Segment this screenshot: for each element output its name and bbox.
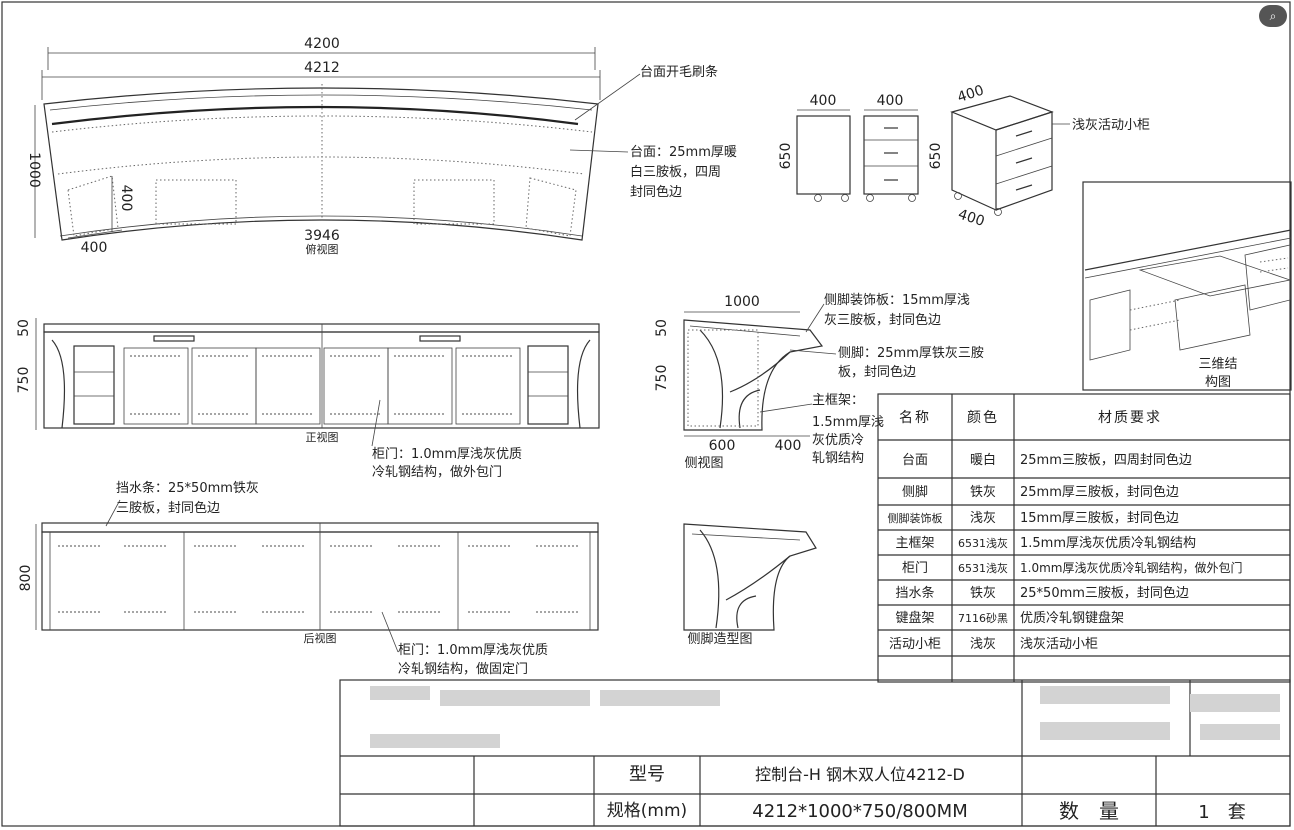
dim-4212: 4212 [304,60,340,76]
top-view: 4200 4212 1000 400 400 3946 俯视图 台面开毛刷条 台… [26,36,737,256]
side-view-caption: 侧视图 [684,456,723,471]
blurred-text [1200,724,1280,740]
table-header-name: 名称 [899,410,931,426]
note-leg-line1: 侧脚：25mm厚铁灰三胺 [838,345,984,361]
top-view-caption: 俯视图 [306,242,339,256]
structure-3d-view: 三维结 构图 [1082,181,1292,391]
table-cell: 25mm三胺板，四周封同色边 [1020,452,1192,468]
front-dim-750: 750 [16,367,32,394]
spec-value: 4212*1000*750/800MM [752,801,967,822]
table-cell: 1.0mm厚浅灰优质冷轧钢结构，做外包门 [1020,560,1242,575]
table-header-color: 颜色 [967,409,999,426]
leg-shape-caption: 侧脚造型图 [687,631,752,647]
table-cell: 键盘架 [895,610,934,626]
material-table: 名称 颜色 材质要求 台面 暖白 25mm三胺板，四周封同色边 侧脚 铁灰 25… [877,393,1291,683]
front-view-caption: 正视图 [306,430,339,444]
note-back-door-line2: 冷轧钢结构，做固定门 [398,662,528,677]
note-front-door-line1: 柜门：1.0mm厚浅灰优质 [372,447,522,462]
table-cell: 优质冷轧钢键盘架 [1020,610,1124,626]
table-cell: 浅灰 [970,637,996,652]
cab-dim-400-a: 400 [810,93,837,109]
side-dim-50: 50 [654,319,670,337]
cab-dim-650-a: 650 [778,143,794,170]
table-header-spec: 材质要求 [1098,410,1162,426]
table-cell: 浅灰 [970,511,996,526]
dim-400-return: 400 [81,240,108,256]
note-frame-line3: 灰优质冷 [812,433,864,448]
side-dim-400: 400 [775,438,802,454]
blurred-logo [370,686,430,700]
note-mobile-cabinet: 浅灰活动小柜 [1072,118,1150,133]
note-leg-line2: 板，封同色边 [838,364,916,380]
back-dim-800: 800 [18,565,34,592]
note-top-line1: 台面：25mm厚暖 [630,145,737,160]
title-block: 型号 控制台-H 钢木双人位4212-D 规格(mm) 4212*1000*75… [339,679,1291,827]
note-front-door-line2: 冷轧钢结构，做外包门 [372,465,502,480]
table-cell: 柜门 [902,561,928,576]
note-frame-line1: 主框架： [812,393,864,408]
blurred-text [370,734,500,748]
dim-400-depth: 400 [118,185,134,212]
side-view: 1000 50 750 600 400 侧视图 侧脚装饰板：15mm厚浅 灰三胺… [654,292,984,471]
table-cell: 主框架 [895,536,934,551]
note-splash-line1: 挡水条：25*50mm铁灰 [116,480,259,496]
dim-1000: 1000 [26,152,42,188]
front-dim-50: 50 [16,319,32,337]
model-label: 型号 [629,764,665,785]
table-cell: 1.5mm厚浅灰优质冷轧钢结构 [1020,536,1196,551]
table-cell: 6531浅灰 [958,561,1008,575]
front-view: 50 750 正视图 柜门：1.0mm厚浅灰优质 冷轧钢结构，做外包门 [16,318,600,480]
table-cell: 浅灰活动小柜 [1020,637,1098,652]
side-dim-750: 750 [654,365,670,392]
blurred-text [1040,686,1170,704]
model-value: 控制台-H 钢木双人位4212-D [755,765,965,784]
note-splash-line2: 三胺板，封同色边 [116,500,220,516]
table-cell: 侧脚 [902,484,928,500]
note-brush-strip: 台面开毛刷条 [640,64,718,80]
cab-dim-400-b: 400 [877,93,904,109]
table-cell: 台面 [902,453,928,468]
table-cell: 25mm厚三胺板，封同色边 [1020,484,1179,500]
blurred-text [1040,722,1170,740]
note-frame-line2: 1.5mm厚浅 [812,415,884,430]
table-cell: 暖白 [970,452,996,468]
table-cell: 铁灰 [970,485,996,500]
zoom-button[interactable]: ⌕ [1259,5,1287,27]
blurred-text [1190,694,1280,712]
side-dim-600: 600 [709,438,736,454]
table-cell: 25*50mm三胺板，封同色边 [1020,585,1189,601]
table-cell: 侧脚装饰板 [888,511,943,525]
spec-label: 规格(mm) [607,801,687,821]
note-leg-trim-line2: 灰三胺板，封同色边 [824,312,941,328]
blurred-text [600,690,720,706]
cab-dim-400-c: 400 [956,82,986,105]
blurred-text [440,690,590,706]
iso-caption-line2: 构图 [1205,375,1231,390]
cabinet-views: 400 650 400 400 650 400 浅灰活动小柜 [778,82,1150,229]
back-view-caption: 后视图 [304,631,337,645]
table-cell: 铁灰 [970,586,996,601]
table-cell: 活动小柜 [889,637,941,652]
iso-caption-line1: 三维结 [1198,357,1237,372]
note-top-line2: 白三胺板，四周 [630,164,721,180]
qty-label: 数 量 [1059,799,1119,823]
table-cell: 挡水条 [895,585,934,601]
side-dim-1000: 1000 [724,294,760,310]
leg-shape-view: 侧脚造型图 [683,523,817,647]
dim-4200: 4200 [304,36,340,52]
table-cell: 6531浅灰 [958,536,1008,550]
cab-dim-400-d: 400 [956,206,986,229]
magnifier-icon: ⌕ [1269,9,1277,23]
cab-dim-650-b: 650 [928,143,944,170]
note-back-door-line1: 柜门：1.0mm厚浅灰优质 [398,643,548,658]
note-leg-trim-line1: 侧脚装饰板：15mm厚浅 [824,292,970,308]
qty-value: 1 套 [1198,802,1245,823]
table-cell: 15mm厚三胺板，封同色边 [1020,510,1179,526]
table-cell: 7116砂黑 [958,612,1008,625]
dim-3946: 3946 [304,228,340,244]
note-frame-line4: 轧钢结构 [812,451,864,466]
back-view: 挡水条：25*50mm铁灰 三胺板，封同色边 800 后视图 柜门：1.0mm厚… [18,480,599,677]
note-top-line3: 封同色边 [630,184,682,200]
